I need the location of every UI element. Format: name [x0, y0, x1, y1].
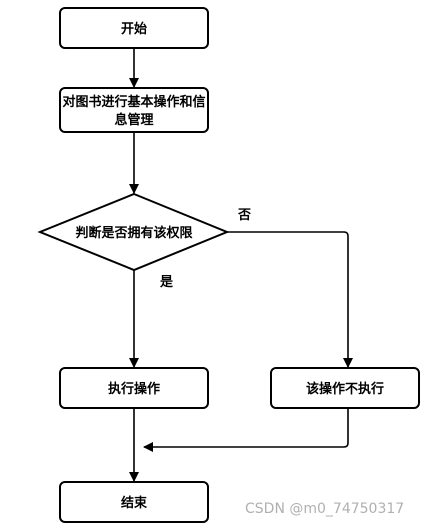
- start-node: 开始: [59, 7, 209, 49]
- watermark: CSDN @m0_74750317: [245, 501, 405, 517]
- edge-decision-to-reject: [227, 231, 353, 368]
- reject-node: 该操作不执行: [270, 367, 420, 409]
- execute-node: 执行操作: [59, 367, 209, 409]
- reject-node-label: 该操作不执行: [306, 381, 384, 397]
- process-node-label-line2: 息管理: [114, 112, 153, 128]
- process-node-label-line1: 对图书进行基本操作和信: [62, 94, 205, 110]
- process-node: 对图书进行基本操作和信 息管理: [59, 87, 209, 133]
- yes-label: 是: [159, 275, 174, 290]
- no-label: 否: [237, 208, 251, 223]
- decision-node-label: 判断是否拥有该权限: [75, 225, 193, 241]
- edge-reject-to-merge: [143, 408, 349, 452]
- end-node: 结束: [59, 481, 209, 523]
- decision-node: 判断是否拥有该权限: [37, 192, 230, 272]
- end-node-label: 结束: [121, 495, 148, 511]
- start-node-label: 开始: [121, 21, 147, 37]
- execute-node-label: 执行操作: [108, 381, 160, 397]
